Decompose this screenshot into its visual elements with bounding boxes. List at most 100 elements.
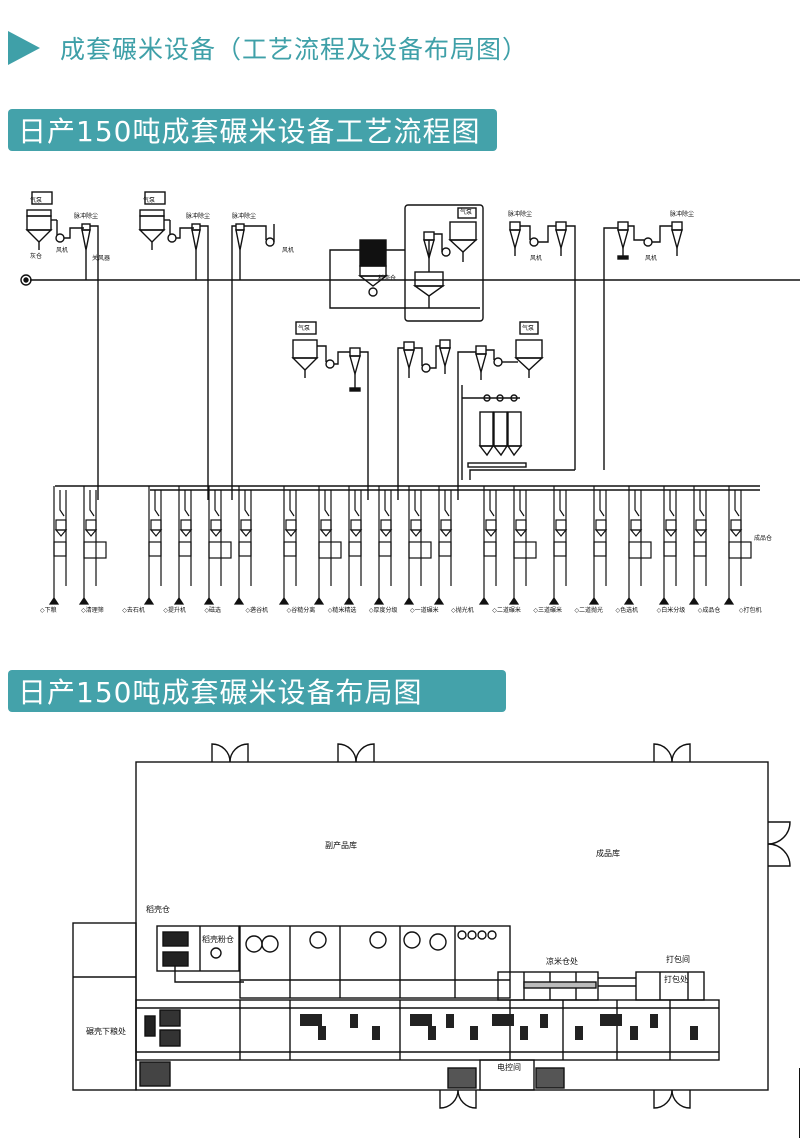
process-machine	[478, 486, 498, 605]
hull-bin-area	[156, 925, 240, 972]
layout-machine	[410, 1014, 432, 1026]
process-step-label: ◇抛光机	[451, 606, 474, 614]
finished-bin-label: 成品仓	[754, 534, 772, 542]
door-right	[767, 821, 791, 867]
air-source-label: 气泵	[298, 324, 310, 332]
process-step-label: ◇糙米精选	[328, 606, 357, 614]
hull-bin-label: 稻壳仓	[146, 904, 170, 914]
pulse-dust-label: 脉冲除尘	[74, 212, 98, 220]
layout-machine	[575, 1026, 583, 1040]
process-machine	[48, 486, 68, 605]
triangle-right-icon	[8, 31, 40, 65]
cleaning-hall	[239, 925, 511, 999]
process-machine	[78, 486, 107, 605]
process-machine	[658, 486, 678, 605]
layout-machine	[318, 1026, 326, 1040]
air-source-label: 气泵	[30, 196, 42, 204]
process-machine	[433, 486, 453, 605]
layout-machine	[540, 1014, 548, 1028]
cooling-bin-label: 凉米仓处	[546, 956, 578, 966]
flow-section-banner: 日产150吨成套碾米设备工艺流程图	[8, 109, 497, 151]
layout-machine	[690, 1026, 698, 1040]
process-machine	[403, 486, 432, 605]
process-machine	[233, 486, 253, 605]
fan-label: 风机	[530, 254, 542, 262]
process-step-label: ◇砻谷机	[246, 606, 269, 614]
dust-collector-unit-3	[231, 223, 275, 500]
fan-label: 风机	[645, 254, 657, 262]
process-step-label: ◇成品仓	[698, 606, 721, 614]
fan-label: 风机	[56, 246, 68, 254]
door-bottom-1	[439, 1089, 477, 1109]
control-room	[479, 1059, 535, 1091]
process-step-label: ◇厚度分级	[369, 606, 398, 614]
layout-machine	[350, 1014, 358, 1028]
fan-icon	[20, 274, 32, 286]
pulse-dust-label: 脉冲除尘	[670, 210, 694, 218]
equipment-layout-diagram: 副产品库 成品库 稻壳仓 稻壳粉仓 碾壳下粮处 凉米仓处 打包间 打包处 电控间	[72, 743, 800, 1138]
process-machine	[623, 486, 652, 605]
process-step-label: ◇谷糙分离	[287, 606, 316, 614]
process-step-label: ◇三道碾米	[533, 606, 562, 614]
air-source-label: 气泵	[460, 208, 472, 216]
cyclone-group-right-1	[509, 221, 576, 470]
process-machine	[373, 486, 393, 605]
process-step-label: ◇下粮	[40, 606, 57, 614]
process-machine	[278, 486, 298, 605]
byproduct-store-label: 副产品库	[325, 840, 357, 850]
layout-machine	[428, 1026, 436, 1040]
process-machine	[688, 486, 708, 605]
layout-machine	[600, 1014, 622, 1026]
flow-section-title: 日产150吨成套碾米设备工艺流程图	[18, 115, 481, 148]
process-machine	[343, 486, 363, 605]
process-step-label: ◇提升机	[163, 606, 186, 614]
layout-section-title: 日产150吨成套碾米设备布局图	[18, 676, 423, 709]
process-machine	[548, 486, 568, 605]
packing-area	[635, 971, 705, 1001]
process-machine	[508, 486, 537, 605]
process-machine	[203, 486, 232, 605]
hull-powder-bin-label: 稻壳粉仓	[202, 934, 234, 944]
door-top-3	[653, 743, 691, 763]
layout-machine	[372, 1026, 380, 1040]
packing-room-label: 打包间	[666, 954, 690, 964]
process-step-label: ◇二道碾米	[492, 606, 521, 614]
process-step-label: ◇二道抛光	[574, 606, 603, 614]
page-heading: 成套碾米设备（工艺流程及设备布局图）	[8, 28, 528, 68]
cyclone-group-mid	[397, 339, 451, 500]
door-bottom-2	[653, 1089, 691, 1109]
three-bin-silos	[461, 385, 575, 480]
process-step-label: ◇去石机	[122, 606, 145, 614]
hull-bin-enclosure	[329, 204, 484, 322]
layout-machine	[520, 1026, 528, 1040]
process-step-label: ◇一道碾米	[410, 606, 439, 614]
finished-store-label: 成品库	[596, 848, 620, 858]
process-machine	[723, 486, 752, 605]
dust-collector-unit-4	[291, 321, 369, 500]
process-machine	[143, 486, 163, 605]
layout-machine	[630, 1026, 638, 1040]
air-source-label: 气泵	[143, 196, 155, 204]
door-top-2	[337, 743, 375, 763]
dust-collector-unit-2	[138, 191, 209, 500]
process-flow-diagram: 气泵 气泵 风机 脉冲除尘 脉冲除尘 脉冲除尘 风机 灰仓 关风器 稻壳仓 气泵…	[20, 191, 800, 614]
process-machine	[313, 486, 342, 605]
fan-label: 风机	[282, 246, 294, 254]
unloading-label: 碾壳下粮处	[86, 1026, 126, 1036]
pulse-dust-label: 脉冲除尘	[232, 212, 256, 220]
airlock-label: 关风器	[92, 254, 110, 262]
process-step-label: ◇白米分级	[657, 606, 686, 614]
process-step-label: ◇清理筛	[81, 606, 104, 614]
cyclone-group-right-2	[603, 221, 683, 470]
air-source-label: 气泵	[522, 324, 534, 332]
layout-machine	[492, 1014, 514, 1026]
control-room-label: 电控间	[497, 1062, 521, 1072]
layout-machine	[470, 1026, 478, 1040]
dust-collector-unit-1	[25, 191, 99, 500]
process-step-label: ◇磁选	[204, 606, 221, 614]
process-hall	[135, 999, 720, 1061]
process-machine	[173, 486, 193, 605]
pulse-dust-label: 脉冲除尘	[186, 212, 210, 220]
ash-bin-label: 灰仓	[30, 252, 42, 260]
left-annex	[72, 922, 137, 1091]
